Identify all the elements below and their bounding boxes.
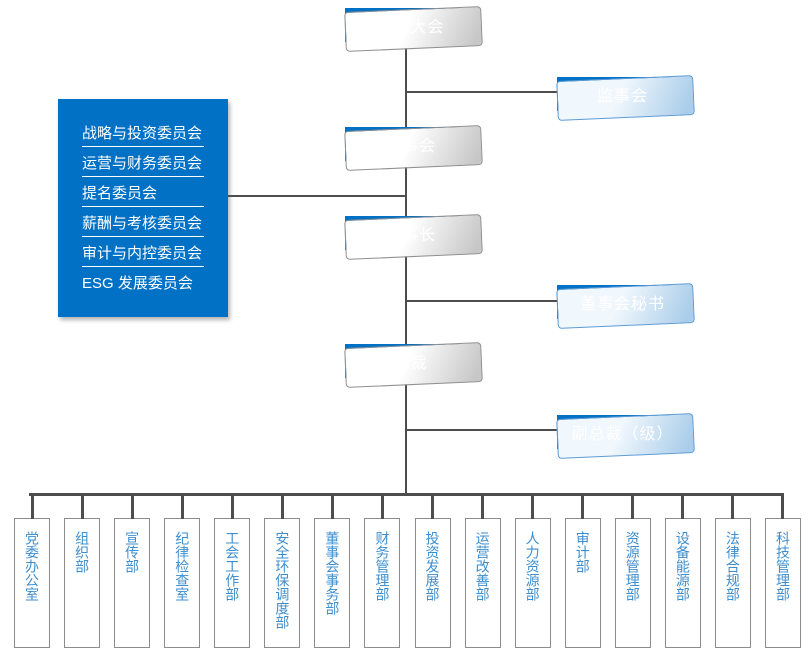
department-label: 安全环保调度部 (274, 531, 291, 629)
department-box: 财务管理部 (364, 494, 401, 648)
department-box: 董事会事务部 (314, 494, 351, 648)
node-chairman: 董事长 (345, 216, 476, 250)
department-box: 科技管理部 (764, 494, 801, 648)
node-label: 股东大会 (376, 19, 445, 36)
department-label: 运营改善部 (474, 531, 491, 601)
connector-board-secretary (406, 300, 557, 302)
department-label: 工会工作部 (224, 531, 241, 601)
departments-row: 党委办公室 组织部 宣传部 纪律检查室 工会工作部 安全环保调度部 董事会事务部… (14, 494, 801, 648)
department-label: 法律合规部 (724, 531, 741, 601)
department-label: 投资发展部 (424, 531, 441, 601)
department-label: 资源管理部 (624, 531, 641, 601)
connector-vice-presidents (406, 429, 557, 431)
node-label: 副总裁（级） (571, 426, 674, 443)
node-shareholders-meeting: 股东大会 (345, 8, 476, 42)
committee-item: 审计与内控委员会 (82, 246, 204, 267)
department-label: 科技管理部 (774, 531, 791, 601)
connector-committees (228, 195, 406, 197)
department-box: 组织部 (64, 494, 101, 648)
department-box: 审计部 (564, 494, 601, 648)
department-box: 宣传部 (114, 494, 151, 648)
department-label: 审计部 (574, 531, 591, 573)
node-board-of-directors: 董事会 (345, 127, 476, 161)
connector-main-vertical (405, 40, 407, 494)
department-box: 法律合规部 (714, 494, 751, 648)
department-label: 财务管理部 (374, 531, 391, 601)
node-president: 总裁 (345, 344, 476, 378)
node-label: 董事会 (384, 138, 436, 155)
department-label: 董事会事务部 (324, 531, 341, 615)
node-vice-president-level: 副总裁（级） (557, 415, 688, 449)
department-label: 纪律检查室 (174, 531, 191, 601)
department-label: 人力资源部 (524, 531, 541, 601)
committee-item: 战略与投资委员会 (82, 126, 204, 147)
committees-panel: 战略与投资委员会 运营与财务委员会 提名委员会 薪酬与考核委员会 审计与内控委员… (58, 99, 228, 317)
committee-item: 提名委员会 (82, 186, 204, 207)
node-label: 董事会秘书 (579, 296, 665, 313)
committee-item: 薪酬与考核委员会 (82, 216, 204, 237)
node-supervisory-board: 监事会 (557, 77, 688, 111)
department-box: 资源管理部 (614, 494, 651, 648)
department-box: 设备能源部 (664, 494, 701, 648)
node-label: 总裁 (393, 355, 428, 372)
department-box: 纪律检查室 (164, 494, 201, 648)
node-label: 董事长 (384, 227, 436, 244)
connector-supervisory-board (406, 91, 557, 93)
node-board-secretary: 董事会秘书 (557, 285, 688, 319)
committee-item: 运营与财务委员会 (82, 156, 204, 177)
department-label: 设备能源部 (674, 531, 691, 601)
department-box: 投资发展部 (414, 494, 451, 648)
committee-item: ESG 发展委员会 (82, 275, 193, 292)
department-box: 安全环保调度部 (264, 494, 301, 648)
department-box: 工会工作部 (214, 494, 251, 648)
department-label: 党委办公室 (24, 531, 40, 601)
node-label: 监事会 (596, 88, 648, 105)
department-box: 党委办公室 (14, 494, 50, 648)
department-label: 组织部 (74, 531, 91, 573)
department-box: 人力资源部 (514, 494, 551, 648)
department-label: 宣传部 (124, 531, 141, 573)
connector-departments-bus (29, 493, 784, 496)
department-box: 运营改善部 (464, 494, 501, 648)
